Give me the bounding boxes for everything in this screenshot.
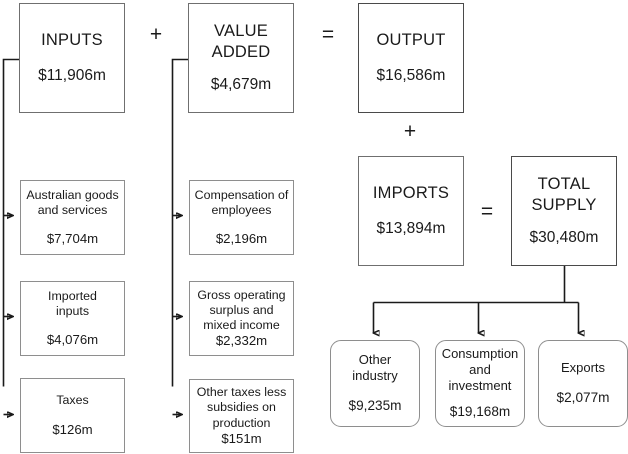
- node-imported-inputs-value: $4,076m: [46, 332, 99, 348]
- node-imported-inputs-label: Imported inputs: [48, 288, 97, 318]
- node-other-taxes-value: $151m: [221, 430, 262, 446]
- node-consumption-value: $19,168m: [449, 404, 511, 419]
- node-exports[interactable]: Exports $2,077m: [538, 340, 628, 427]
- node-australian-goods-label: Australian goods and services: [26, 187, 119, 217]
- node-other-industry[interactable]: Other industry $9,235m: [330, 340, 420, 427]
- node-gross-operating-surplus[interactable]: Gross operating surplus and mixed income…: [189, 281, 294, 356]
- node-total-supply[interactable]: TOTAL SUPPLY $30,480m: [511, 156, 617, 266]
- node-other-industry-value: $9,235m: [348, 398, 402, 414]
- node-imports-label: IMPORTS: [372, 183, 450, 202]
- node-australian-goods-value: $7,704m: [46, 231, 99, 247]
- node-taxes-value: $126m: [52, 421, 93, 437]
- node-value-added-value: $4,679m: [210, 75, 272, 93]
- node-inputs[interactable]: INPUTS $11,906m: [19, 3, 125, 113]
- node-imports-value: $13,894m: [376, 220, 446, 238]
- node-output[interactable]: OUTPUT $16,586m: [358, 3, 464, 113]
- node-exports-value: $2,077m: [556, 390, 610, 406]
- node-imported-inputs[interactable]: Imported inputs $4,076m: [20, 281, 125, 356]
- node-taxes[interactable]: Taxes $126m: [20, 378, 125, 453]
- wire-value-added-bus: [171, 58, 189, 415]
- node-gross-operating-surplus-value: $2,332m: [215, 333, 268, 349]
- node-australian-goods-and-services[interactable]: Australian goods and services $7,704m: [20, 180, 125, 255]
- node-other-taxes-less-subsidies[interactable]: Other taxes less subsidies on production…: [189, 379, 294, 453]
- wire-inputs-bus: [2, 58, 20, 415]
- operator-equals-output: =: [321, 23, 335, 46]
- node-total-supply-value: $30,480m: [529, 228, 599, 246]
- node-other-industry-label: Other industry: [352, 352, 398, 384]
- node-exports-label: Exports: [560, 360, 606, 376]
- wire-total-supply-distribution: [374, 265, 579, 334]
- node-compensation-label: Compensation of employees: [194, 187, 289, 217]
- operator-plus-output-imports: +: [403, 120, 417, 143]
- node-imports[interactable]: IMPORTS $13,894m: [358, 156, 464, 266]
- node-value-added-label: VALUE ADDED: [211, 22, 271, 61]
- node-compensation-value: $2,196m: [215, 231, 268, 247]
- node-total-supply-label: TOTAL SUPPLY: [531, 175, 597, 214]
- operator-plus-inputs-value-added: +: [149, 23, 163, 46]
- node-value-added[interactable]: VALUE ADDED $4,679m: [188, 3, 294, 113]
- node-output-label: OUTPUT: [376, 30, 446, 49]
- node-consumption-label: Consumption and investment: [441, 346, 519, 394]
- node-compensation-of-employees[interactable]: Compensation of employees $2,196m: [189, 180, 294, 255]
- node-gross-operating-surplus-label: Gross operating surplus and mixed income: [197, 287, 286, 333]
- node-consumption-and-investment[interactable]: Consumption and investment $19,168m: [435, 340, 525, 427]
- node-taxes-label: Taxes: [56, 393, 89, 408]
- node-output-value: $16,586m: [376, 67, 446, 85]
- node-inputs-label: INPUTS: [41, 30, 103, 49]
- node-inputs-value: $11,906m: [38, 67, 106, 85]
- node-other-taxes-label: Other taxes less subsidies on production: [196, 385, 287, 430]
- operator-equals-total-supply: =: [480, 200, 494, 223]
